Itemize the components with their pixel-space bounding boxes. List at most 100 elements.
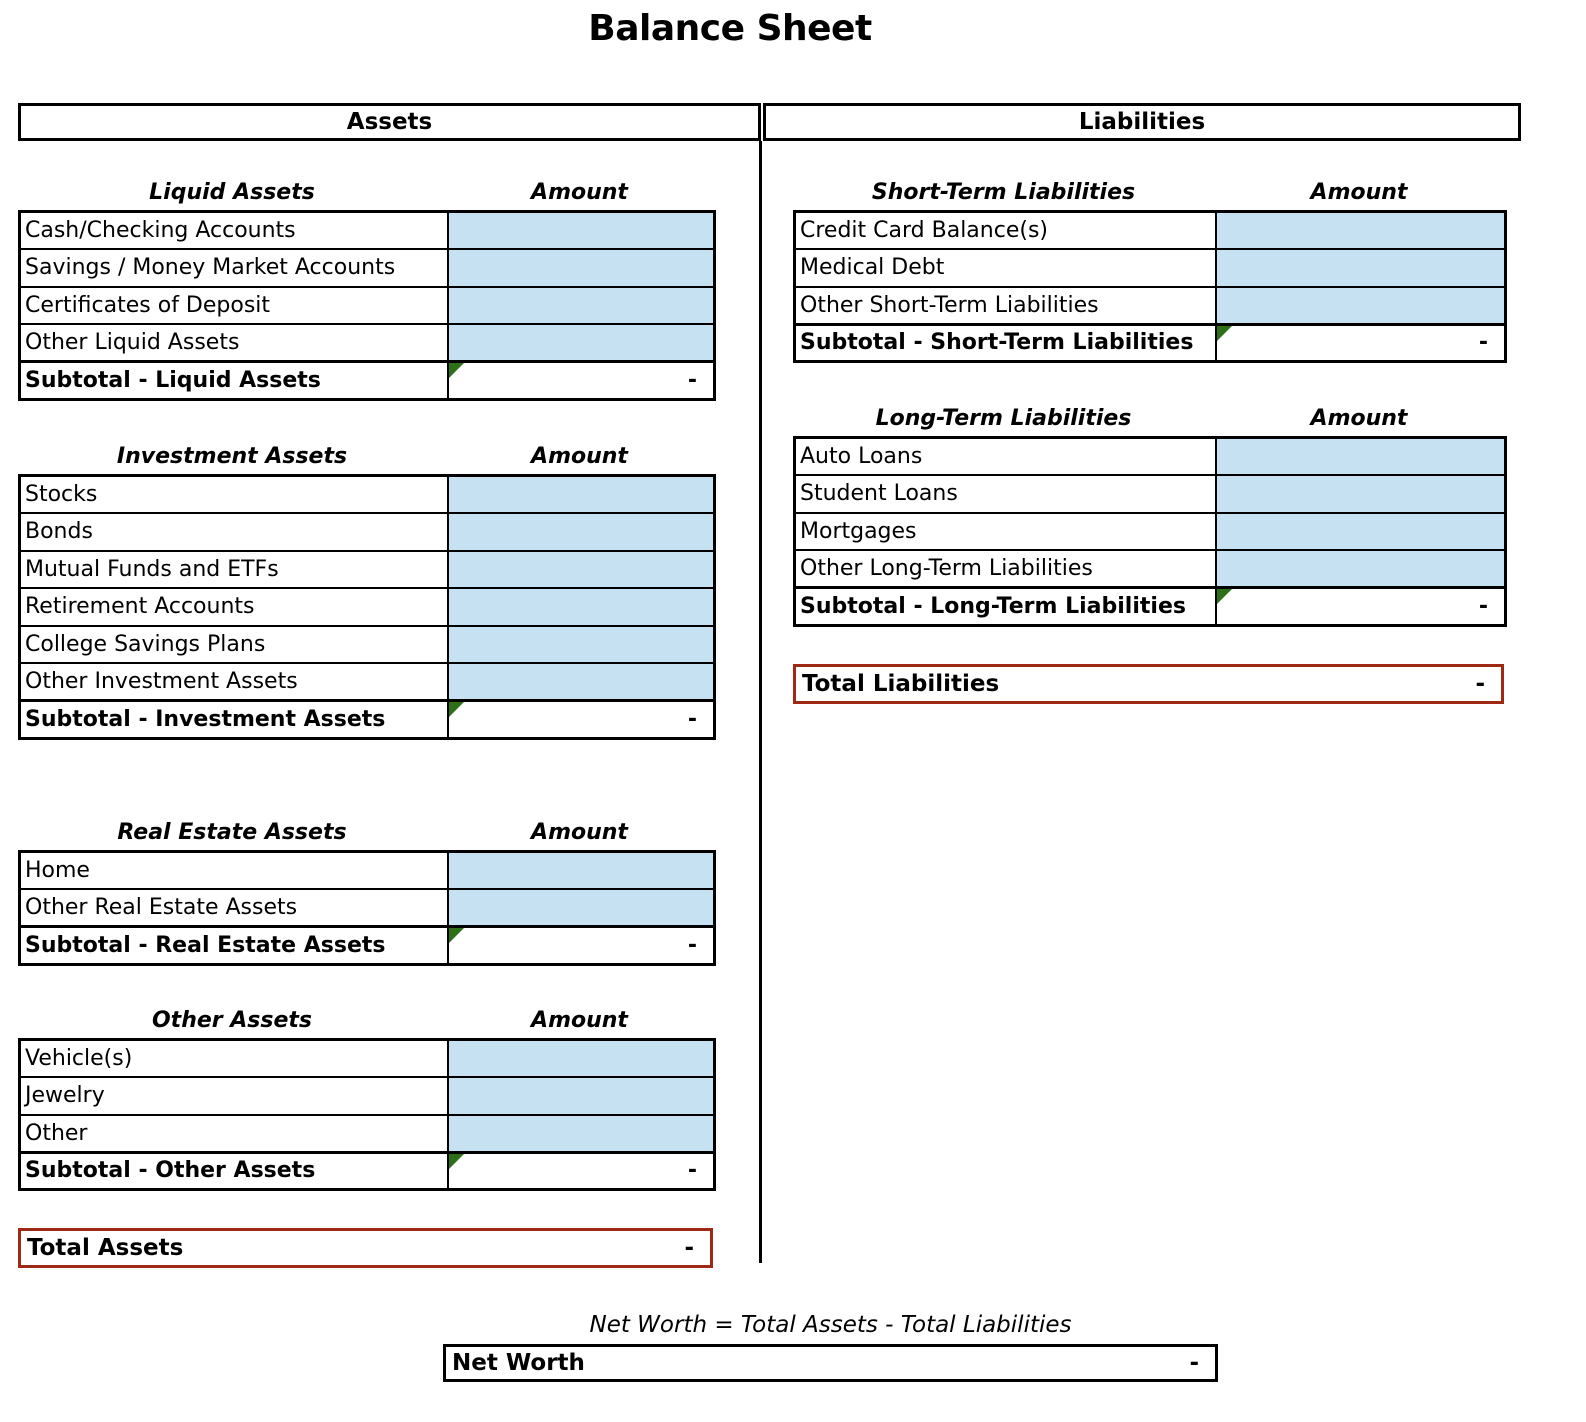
row-label: Other (18, 1113, 449, 1153)
table-row: Other (18, 1113, 716, 1153)
total-liabilities-label: Total Liabilities (802, 671, 1000, 697)
subtotal-label: Subtotal - Short-Term Liabilities (793, 322, 1217, 363)
row-label: Stocks (18, 474, 449, 514)
amount-column-title: Amount (531, 444, 628, 469)
subtotal-value: - (1478, 593, 1488, 619)
section-real-estate-assets: Real Estate Assets Amount Home Other Rea… (18, 820, 716, 966)
subtotal-value: - (687, 932, 697, 958)
row-label: Savings / Money Market Accounts (18, 248, 449, 288)
section-header: Real Estate Assets Amount (18, 820, 716, 850)
row-amount-input[interactable] (446, 323, 716, 363)
table-row: Retirement Accounts (18, 587, 716, 627)
table-row: College Savings Plans (18, 624, 716, 664)
row-amount-input[interactable] (1214, 210, 1507, 250)
row-label: Other Liquid Assets (18, 323, 449, 363)
row-label: Home (18, 850, 449, 890)
total-liabilities-value: - (1475, 671, 1485, 697)
table-row: Jewelry (18, 1076, 716, 1116)
investment-assets-table: Stocks Bonds Mutual Funds and ETFs Retir… (18, 474, 716, 740)
row-label: Mutual Funds and ETFs (18, 549, 449, 589)
subtotal-row: Subtotal - Long-Term Liabilities - (793, 586, 1507, 627)
total-liabilities-row: Total Liabilities - (793, 664, 1504, 704)
row-label: Retirement Accounts (18, 587, 449, 627)
table-row: Other Investment Assets (18, 662, 716, 702)
row-amount-input[interactable] (1214, 511, 1507, 551)
row-amount-input[interactable] (446, 512, 716, 552)
row-amount-input[interactable] (446, 587, 716, 627)
net-worth-value: - (1189, 1350, 1199, 1376)
section-investment-assets: Investment Assets Amount Stocks Bonds Mu… (18, 444, 716, 740)
comment-flag-icon (1216, 325, 1232, 341)
row-amount-input[interactable] (1214, 248, 1507, 288)
row-amount-input[interactable] (446, 1076, 716, 1116)
section-title: Other Assets (151, 1008, 313, 1033)
row-amount-input[interactable] (1214, 436, 1507, 476)
net-worth-row: Net Worth - (443, 1344, 1218, 1382)
section-title: Liquid Assets (149, 180, 315, 205)
row-amount-input[interactable] (446, 662, 716, 702)
comment-flag-icon (448, 1153, 464, 1169)
net-worth-label: Net Worth (452, 1350, 585, 1376)
row-label: Mortgages (793, 511, 1217, 551)
section-header: Other Assets Amount (18, 1008, 716, 1038)
amount-column-title: Amount (531, 820, 628, 845)
table-row: Auto Loans (793, 436, 1507, 476)
table-row: Other Long-Term Liabilities (793, 549, 1507, 589)
row-label: Other Short-Term Liabilities (793, 285, 1217, 325)
table-row: Mutual Funds and ETFs (18, 549, 716, 589)
row-amount-input[interactable] (446, 1113, 716, 1153)
amount-column-title: Amount (531, 1008, 628, 1033)
row-label: College Savings Plans (18, 624, 449, 664)
comment-flag-icon (448, 928, 464, 943)
subtotal-value: - (687, 367, 697, 393)
row-amount-input[interactable] (446, 888, 716, 928)
row-amount-input[interactable] (446, 1038, 716, 1078)
row-amount-input[interactable] (446, 210, 716, 250)
table-row: Medical Debt (793, 248, 1507, 288)
row-label: Auto Loans (793, 436, 1217, 476)
comment-flag-icon (1216, 589, 1232, 604)
liquid-assets-table: Cash/Checking Accounts Savings / Money M… (18, 210, 716, 401)
row-amount-input[interactable] (446, 474, 716, 514)
subtotal-amount: - (446, 925, 716, 966)
section-title: Long-Term Liabilities (875, 406, 1132, 431)
long-term-liabilities-table: Auto Loans Student Loans Mortgages Other… (793, 436, 1507, 627)
column-divider (759, 141, 762, 1263)
subtotal-value: - (687, 706, 697, 732)
liabilities-column-header: Liabilities (763, 103, 1521, 141)
section-short-term-liabilities: Short-Term Liabilities Amount Credit Car… (793, 180, 1507, 363)
table-row: Home (18, 850, 716, 890)
subtotal-value: - (1478, 330, 1488, 356)
assets-column-header: Assets (18, 103, 761, 141)
section-long-term-liabilities: Long-Term Liabilities Amount Auto Loans … (793, 406, 1507, 627)
row-amount-input[interactable] (1214, 285, 1507, 325)
subtotal-label: Subtotal - Other Assets (18, 1150, 449, 1191)
table-row: Mortgages (793, 511, 1507, 551)
row-amount-input[interactable] (1214, 474, 1507, 514)
subtotal-label: Subtotal - Long-Term Liabilities (793, 586, 1217, 627)
row-amount-input[interactable] (446, 285, 716, 325)
subtotal-row: Subtotal - Short-Term Liabilities - (793, 322, 1507, 363)
row-amount-input[interactable] (1214, 549, 1507, 589)
table-row: Cash/Checking Accounts (18, 210, 716, 250)
row-amount-input[interactable] (446, 549, 716, 589)
row-label: Cash/Checking Accounts (18, 210, 449, 250)
section-header: Long-Term Liabilities Amount (793, 406, 1507, 436)
row-label: Student Loans (793, 474, 1217, 514)
table-row: Stocks (18, 474, 716, 514)
row-amount-input[interactable] (446, 850, 716, 890)
row-label: Other Long-Term Liabilities (793, 549, 1217, 589)
row-amount-input[interactable] (446, 248, 716, 288)
subtotal-label: Subtotal - Liquid Assets (18, 360, 449, 401)
section-liquid-assets: Liquid Assets Amount Cash/Checking Accou… (18, 180, 716, 401)
amount-column-title: Amount (1310, 180, 1408, 205)
total-assets-label: Total Assets (27, 1235, 184, 1261)
subtotal-amount: - (446, 1150, 716, 1191)
short-term-liabilities-table: Credit Card Balance(s) Medical Debt Othe… (793, 210, 1507, 363)
row-amount-input[interactable] (446, 624, 716, 664)
subtotal-label: Subtotal - Real Estate Assets (18, 925, 449, 966)
section-title: Short-Term Liabilities (871, 180, 1136, 205)
table-row: Student Loans (793, 474, 1507, 514)
subtotal-amount: - (446, 360, 716, 401)
page-title: Balance Sheet (588, 8, 872, 49)
